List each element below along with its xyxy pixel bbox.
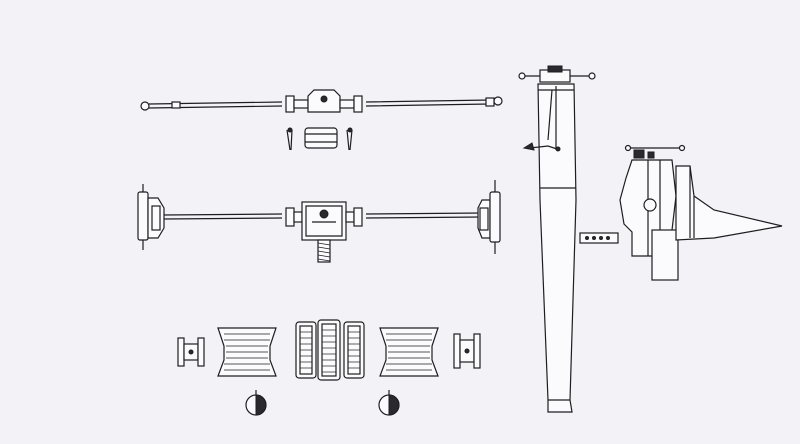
right-t-handle-grip	[489, 191, 501, 243]
left-screw-rod	[163, 213, 283, 220]
toothed-pulley-3	[343, 321, 365, 379]
bracket-lower-leg	[651, 229, 679, 281]
disc-pair	[245, 390, 400, 416]
left-rod-eye	[140, 101, 150, 111]
turnbuckle-left-end	[285, 95, 295, 113]
clamp-center-pin	[319, 209, 329, 219]
right-end-spool	[453, 333, 481, 369]
left-clip	[286, 129, 293, 151]
column-lever-tip	[522, 142, 535, 151]
turnbuckle-pin	[320, 95, 328, 103]
turnbuckle-right-neck	[339, 99, 355, 109]
bracket-hole	[643, 198, 657, 212]
bracket-horn	[675, 165, 783, 241]
toothed-pulley-1	[295, 321, 317, 379]
right-rod-collar	[485, 97, 495, 107]
right-screw-rod	[365, 212, 483, 219]
right-rod-eye	[493, 96, 503, 106]
pulley-and-drum-row	[177, 319, 481, 381]
collar-block	[304, 127, 338, 149]
turnbuckle-left-neck	[293, 99, 309, 109]
small-clips	[286, 127, 353, 151]
left-t-handle-grip	[137, 191, 149, 241]
left-disc	[245, 390, 267, 416]
right-disc	[378, 390, 400, 416]
t-handle-clamp-assembly	[137, 180, 501, 263]
toothed-pulley-2	[317, 319, 341, 381]
left-ribbed-drum	[217, 327, 277, 377]
left-rod-sleeve	[171, 101, 181, 109]
tie-rod-assembly	[140, 89, 503, 113]
right-rod	[365, 99, 491, 107]
left-end-spool	[177, 337, 205, 367]
right-ribbed-drum	[379, 327, 439, 377]
turnbuckle-right-end	[353, 95, 363, 113]
left-t-handle-head	[147, 197, 165, 239]
clamp-body	[301, 201, 347, 241]
column-shaft	[537, 83, 577, 413]
tall-column	[518, 65, 596, 413]
left-rod	[148, 101, 283, 109]
collar-block-body	[304, 127, 338, 149]
right-clip	[346, 129, 353, 151]
anvil-bracket	[619, 144, 783, 281]
perforated-strip	[579, 232, 619, 244]
